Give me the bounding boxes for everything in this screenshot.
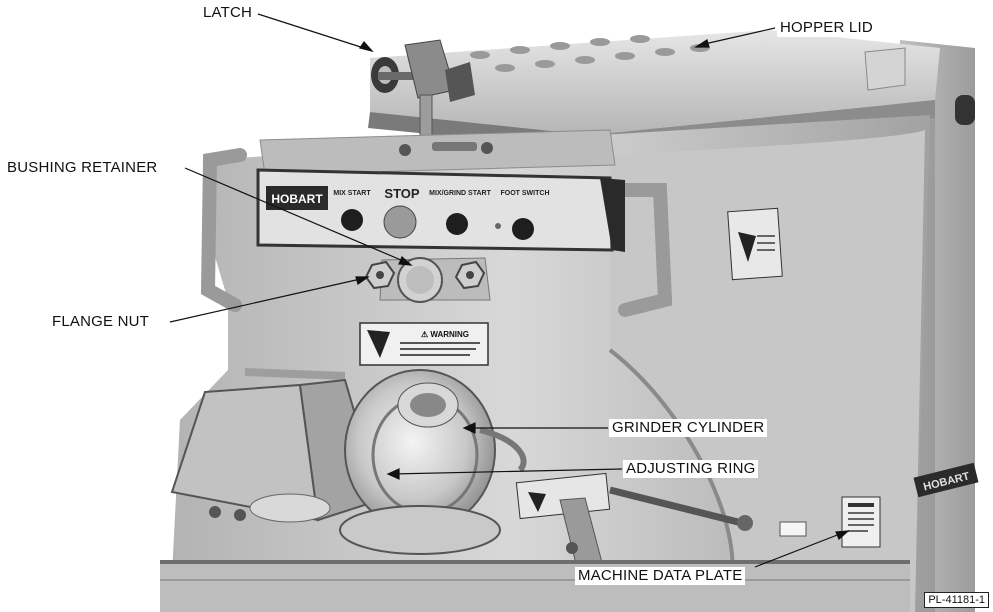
- warning-decal-side: [727, 207, 783, 281]
- panel-brand: HOBART: [271, 192, 323, 206]
- mix-start-button[interactable]: [341, 209, 363, 231]
- mix-grind-start-label: MIX/GRIND START: [429, 190, 491, 197]
- warning-decal-front: ⚠ WARNING: [359, 322, 489, 366]
- label-adjusting-ring: ADJUSTING RING: [623, 460, 759, 478]
- latch-assembly: [371, 39, 475, 156]
- mix-grind-start-button[interactable]: [446, 213, 468, 235]
- leader-latch: [257, 13, 371, 51]
- grinder-cylinder: [344, 369, 527, 531]
- right-handle: [613, 183, 673, 317]
- data-plate: [779, 496, 881, 548]
- leader-flange-nut: [169, 277, 366, 323]
- leader-bushing-retainer: [184, 167, 409, 264]
- leader-adjusting-ring: [391, 468, 623, 475]
- leader-hopper-lid: [699, 27, 776, 46]
- lid-holes: [470, 35, 710, 72]
- foot-switch-label: FOOT SWITCH: [501, 190, 550, 197]
- label-machine-data-plate: MACHINE DATA PLATE: [575, 567, 746, 585]
- label-bushing-retainer: BUSHING RETAINER: [4, 159, 161, 177]
- stop-button[interactable]: [383, 205, 417, 239]
- warning-text-front: ⚠ WARNING: [421, 330, 469, 339]
- foot-switch-button[interactable]: [512, 218, 534, 240]
- label-hopper-lid: HOPPER LID: [777, 19, 876, 37]
- label-grinder-cylinder: GRINDER CYLINDER: [609, 419, 768, 437]
- label-latch: LATCH: [200, 4, 256, 22]
- adjusting-ring: [249, 493, 501, 555]
- left-handle: [200, 148, 247, 312]
- leader-lines: [169, 13, 850, 568]
- leader-machine-data-plate: [754, 531, 846, 568]
- label-flange-nut: FLANGE NUT: [49, 313, 153, 331]
- foot-switch-indicator-icon: [495, 223, 501, 229]
- mix-start-label: MIX START: [333, 190, 371, 197]
- figure-id: PL-41181-1: [924, 592, 989, 608]
- grinder-chute: [245, 368, 345, 380]
- stop-label: STOP: [384, 186, 419, 201]
- base-skirt: [160, 560, 910, 612]
- control-panel: HOBART MIX START STOP MIX/GRIND START FO…: [256, 168, 625, 252]
